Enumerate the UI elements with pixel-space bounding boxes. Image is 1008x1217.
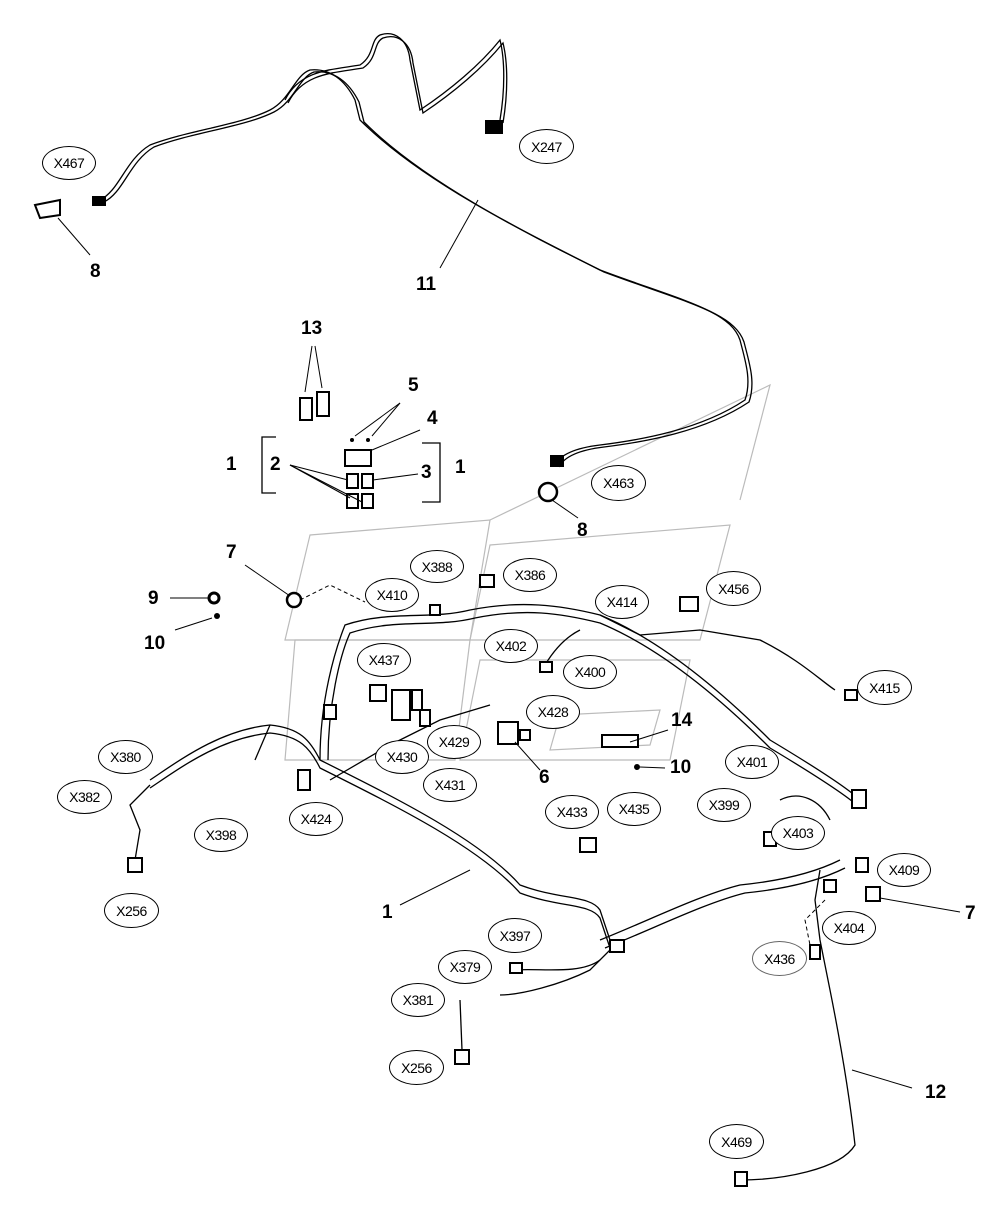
harness-1: [129, 603, 861, 1181]
label-x467: X467: [42, 146, 96, 180]
label-x380: X380: [98, 740, 153, 774]
label-x403: X403: [771, 816, 825, 850]
label-x433: X433: [545, 795, 599, 829]
item-14: 14: [671, 710, 693, 731]
label-x397: X397: [488, 918, 542, 953]
label-x256-bottom: X256: [389, 1050, 444, 1085]
clip-9: [207, 591, 221, 605]
label-x430: X430: [375, 740, 429, 774]
item-1-harness: 1: [382, 902, 393, 923]
label-x410: X410: [365, 578, 419, 612]
label-x435: X435: [607, 792, 661, 826]
item-7-left: 7: [226, 542, 237, 563]
label-x404: X404: [822, 911, 876, 945]
label-x469: X469: [709, 1124, 764, 1159]
item-2: 2: [270, 454, 281, 475]
item-13: 13: [301, 318, 323, 339]
label-x247: X247: [519, 129, 574, 164]
label-x381: X381: [391, 983, 445, 1017]
label-x400: X400: [563, 655, 617, 689]
connector-x247-plug: [485, 120, 503, 134]
label-x414: X414: [595, 585, 649, 619]
label-x388: X388: [410, 550, 464, 583]
label-x256-left: X256: [104, 893, 159, 928]
connector-x463-plug: [550, 455, 564, 467]
item-1-bracket-left: 1: [226, 454, 237, 475]
grommet-8-center: [537, 481, 559, 503]
label-x382: X382: [57, 780, 112, 814]
dashed-leaders: [299, 584, 826, 946]
item-8-left: 8: [90, 261, 101, 282]
label-x379: X379: [438, 950, 492, 984]
harness-connectors: [127, 574, 881, 1187]
item-7-right: 7: [965, 903, 976, 924]
label-x431: X431: [423, 768, 477, 802]
item-5: 5: [408, 375, 419, 396]
screw-10-left: [214, 613, 220, 619]
connector-x467-plug: [92, 196, 106, 206]
label-x415: X415: [857, 670, 912, 705]
relays: [299, 391, 374, 509]
item-1-bracket-right: 1: [455, 457, 466, 478]
label-x401: X401: [725, 745, 779, 779]
item-3: 3: [421, 462, 432, 483]
label-x402: X402: [484, 629, 538, 663]
label-x398: X398: [194, 818, 248, 852]
leader-lines: [57, 199, 961, 1089]
harness-11: [99, 33, 753, 468]
label-x456: X456: [706, 571, 761, 606]
label-x409: X409: [877, 853, 931, 887]
item-8-center: 8: [577, 520, 588, 541]
label-x437: X437: [357, 643, 411, 677]
item-6: 6: [539, 767, 550, 788]
item-10-left: 10: [144, 633, 166, 654]
item-9: 9: [148, 588, 159, 609]
screw-10-right: [634, 764, 640, 770]
relay-group: [261, 436, 441, 503]
item-11: 11: [416, 274, 437, 295]
label-x424: X424: [289, 802, 343, 836]
label-x386: X386: [503, 558, 557, 592]
item-10-right: 10: [670, 757, 692, 778]
label-x429: X429: [427, 725, 481, 759]
item-12: 12: [925, 1082, 947, 1103]
grommet-8-left: [33, 198, 61, 220]
item-4: 4: [427, 408, 438, 429]
label-x428: X428: [526, 695, 580, 729]
label-x463: X463: [591, 465, 646, 501]
label-x436: X436: [752, 941, 807, 976]
label-x399: X399: [697, 788, 751, 822]
